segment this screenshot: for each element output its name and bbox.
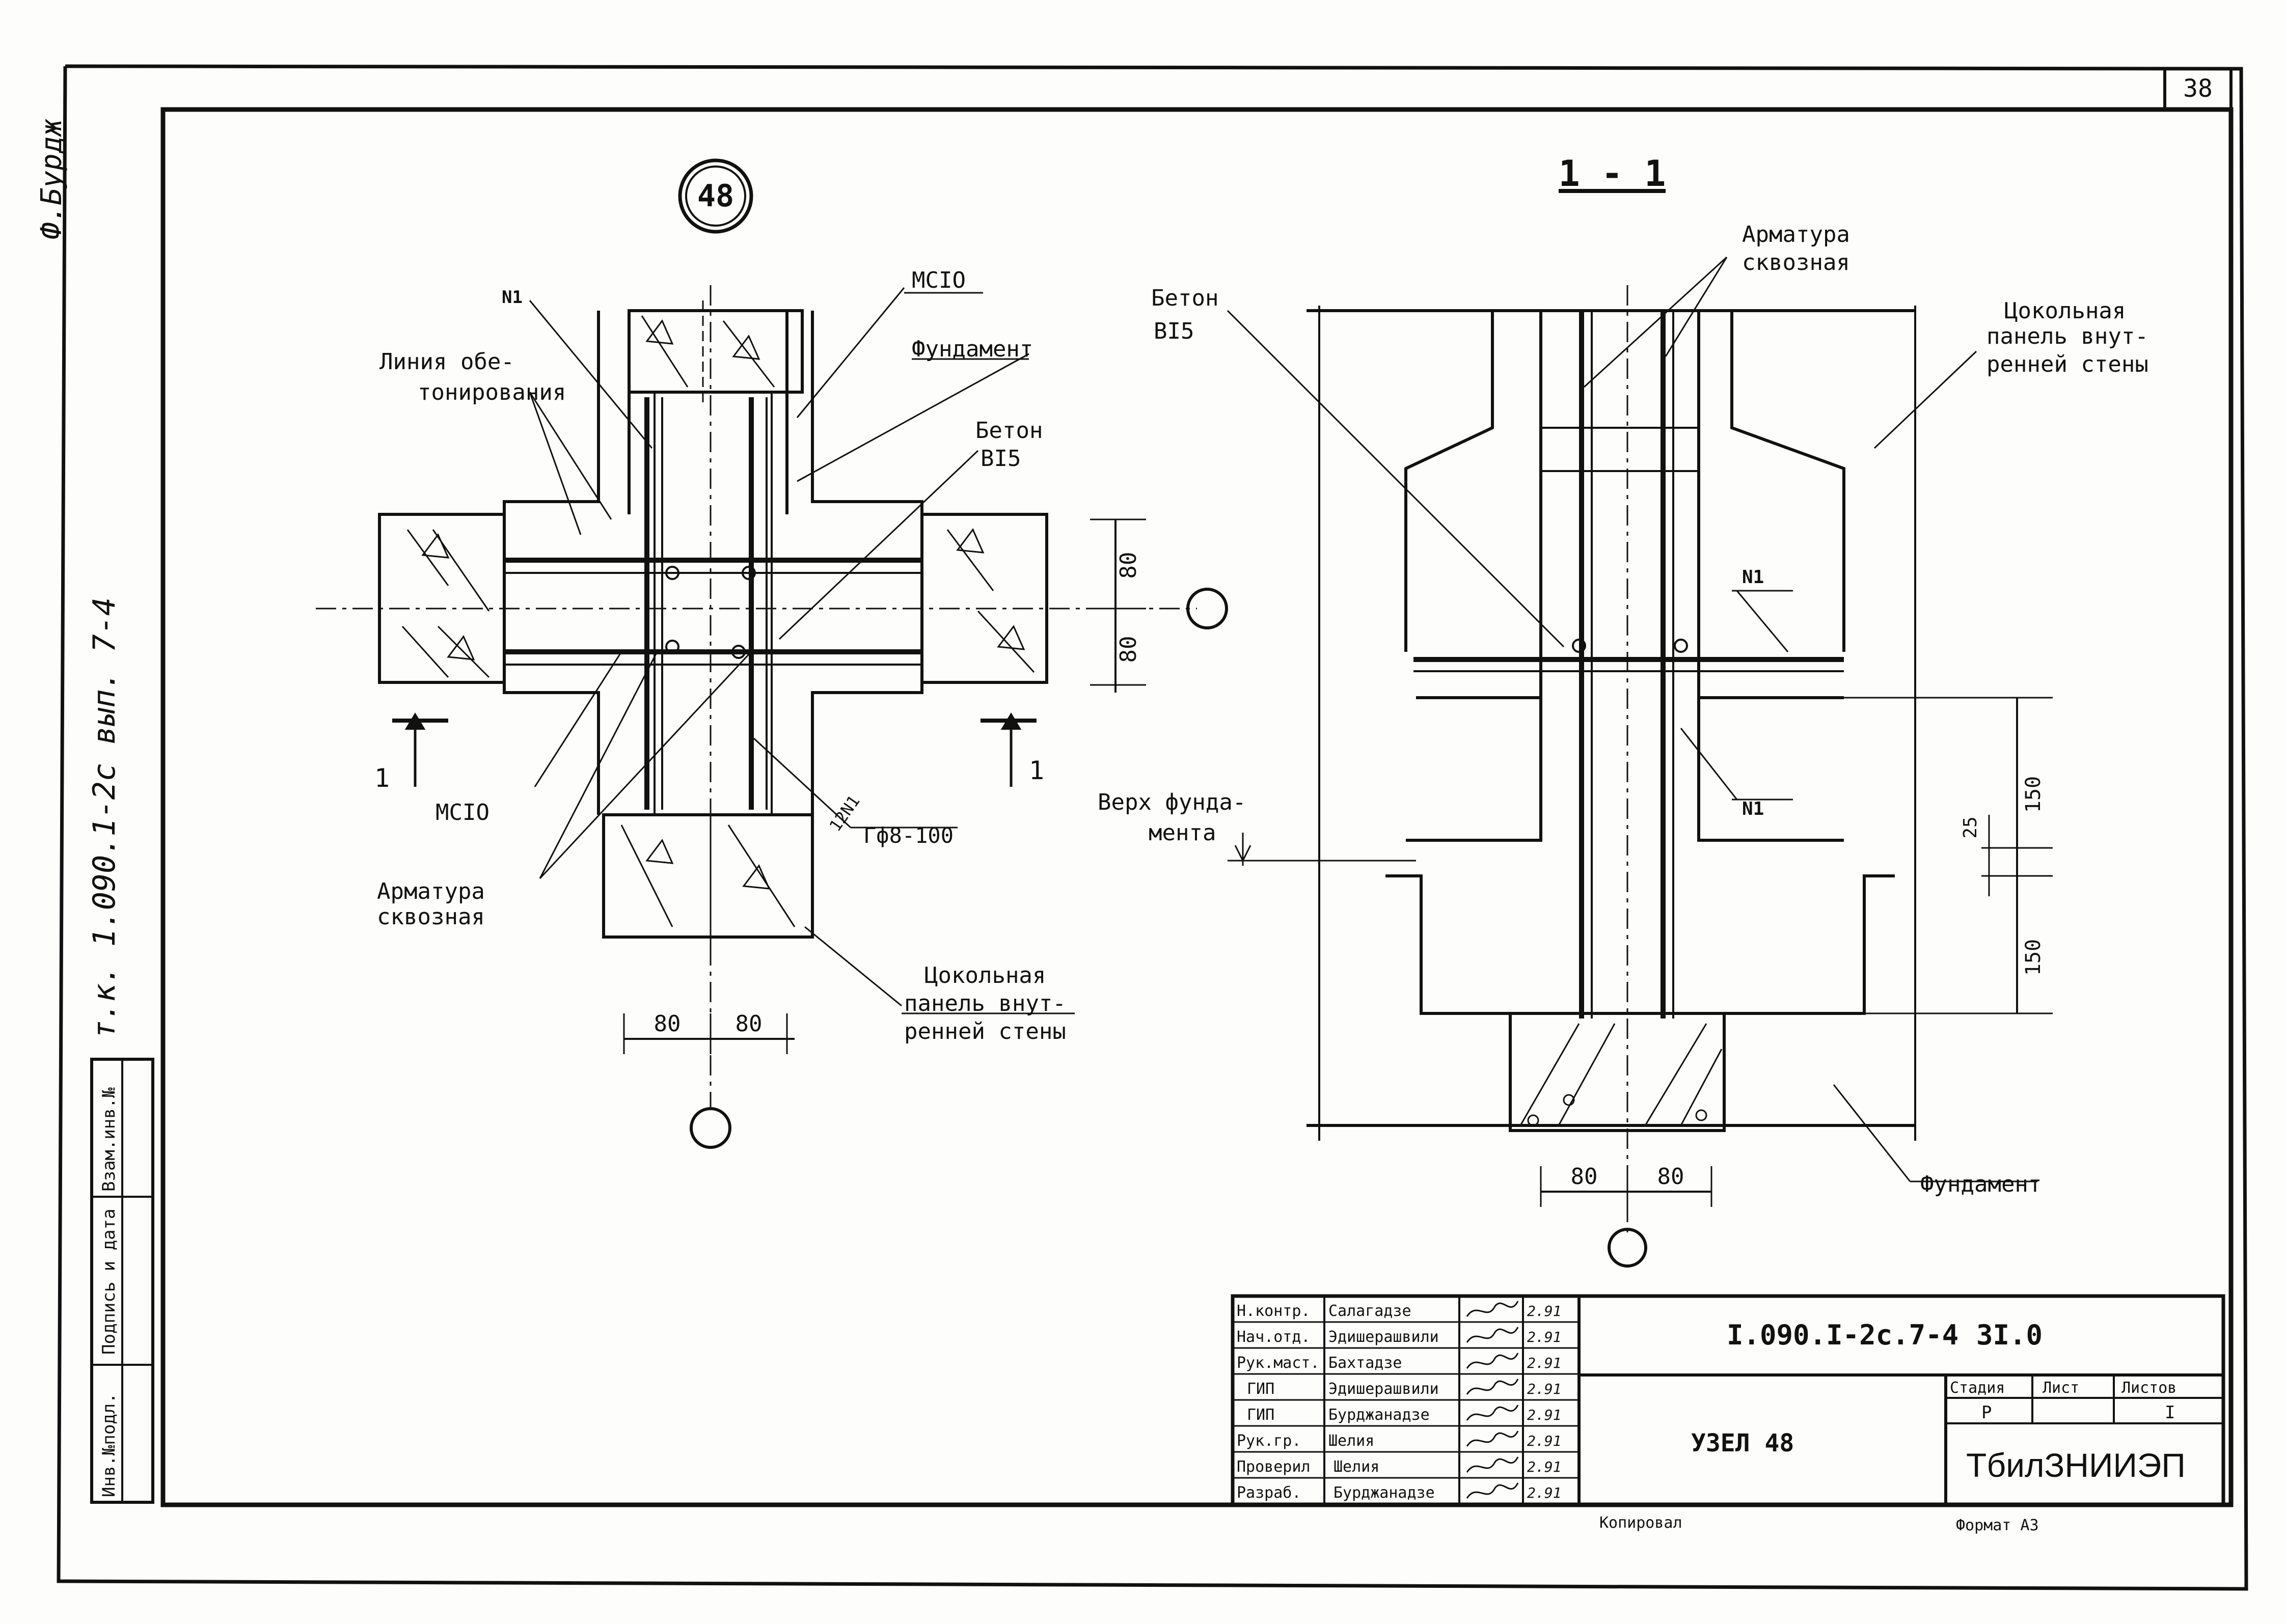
label-armatura-2: сквозная	[377, 904, 485, 930]
sheet-number: 38	[2183, 74, 2213, 103]
label-panel-3: ренней стены	[904, 1019, 1066, 1044]
sec-dim-25: 25	[1960, 816, 1981, 838]
tb-role-2: Рук.маст.	[1237, 1354, 1320, 1372]
plan-dim-v2: 80	[1115, 636, 1141, 663]
sec-dim-h2: 80	[1657, 1164, 1684, 1190]
tb-role-4: ГИП	[1247, 1406, 1274, 1424]
tb-date-0: 2.91	[1527, 1303, 1561, 1319]
tb-stage-value: Р	[1981, 1402, 1992, 1423]
sec-dim-150-top: 150	[2022, 776, 2045, 813]
label-beton-1: Бетон	[975, 418, 1043, 444]
tb-role-1: Нач.отд.	[1237, 1328, 1311, 1346]
tb-date-3: 2.91	[1527, 1381, 1561, 1397]
sheet-number-box: 38	[2163, 67, 2233, 111]
sec-label-beton-1: Бетон	[1151, 285, 1218, 311]
plan-dim-v1: 80	[1115, 552, 1141, 579]
section-mark-right: 1	[1029, 756, 1044, 785]
tb-name-1: Эдишерашвили	[1328, 1328, 1439, 1346]
title-block: Н.контр. Салагадзе 2.91 Нач.отд. Эдишера…	[1231, 1294, 2225, 1507]
tb-sheets-value: I	[2165, 1402, 2175, 1423]
tb-role-6: Проверил	[1237, 1458, 1311, 1476]
footer-format: Формат А3	[1956, 1517, 2039, 1534]
label-rebar-spec-2: Гф8-100	[863, 823, 954, 848]
node-marker-label: 48	[697, 178, 734, 214]
tb-organization: ТбилЗНИИЭП	[1966, 1446, 2186, 1484]
label-fundament: Фундамент	[912, 336, 1033, 362]
side-stamp-col3: Взам.инв.№	[99, 1087, 119, 1192]
plan-dim-h2: 80	[736, 1011, 763, 1037]
sec-label-panel-2: панель внут-	[1986, 323, 2148, 349]
tb-name-7: Бурджанадзе	[1334, 1484, 1435, 1502]
label-panel-1: Цокольная	[924, 962, 1046, 988]
tb-role-5: Рук.гр.	[1237, 1432, 1301, 1450]
sec-label-armatura-1: Арматура	[1742, 222, 1850, 247]
tb-doc-code: I.090.I-2с.7-4	[1727, 1319, 1958, 1351]
tb-sheets-header: Листов	[2121, 1379, 2176, 1397]
tb-date-7: 2.91	[1527, 1484, 1561, 1501]
tb-date-1: 2.91	[1527, 1329, 1561, 1345]
tb-date-2: 2.91	[1527, 1355, 1561, 1371]
label-n1: N1	[502, 287, 523, 308]
label-mcio-bottom: МСIО	[436, 800, 489, 825]
tb-name-6: Шелия	[1334, 1458, 1379, 1476]
label-panel-2: панель внут-	[904, 990, 1066, 1016]
sec-label-panel-1: Цокольная	[2004, 298, 2126, 324]
side-stamp-col1: Инв.№подл.	[99, 1393, 119, 1497]
label-mcio-top: МСIО	[912, 267, 966, 293]
section-title: 1 - 1	[1559, 153, 1666, 195]
tb-doc-code-2: 3I.0	[1976, 1319, 2043, 1351]
sec-label-n1-top: N1	[1742, 567, 1764, 588]
side-stamp-col2: Подпись и дата	[99, 1208, 119, 1355]
tb-role-7: Разраб.	[1237, 1484, 1301, 1502]
section-mark-left: 1	[374, 763, 390, 793]
tb-date-5: 2.91	[1527, 1433, 1561, 1449]
tb-role-3: ГИП	[1247, 1380, 1274, 1398]
tb-name-2: Бахтадзе	[1328, 1354, 1402, 1372]
sec-label-verh-1: Верх фунда-	[1098, 789, 1246, 815]
tb-name-0: Салагадзе	[1328, 1302, 1411, 1320]
tb-name-5: Шелия	[1328, 1432, 1374, 1450]
section-view-labels: 1 - 1 Арматура сквозная Бетон BI5 Цоколь…	[1098, 153, 2148, 1197]
sec-label-n1-bottom: N1	[1742, 799, 1764, 819]
sec-label-beton-2: BI5	[1154, 318, 1194, 344]
plan-view	[316, 158, 1228, 1149]
label-line-obeton-2: тонирования	[418, 379, 566, 405]
sec-label-fundament: Фундамент	[1920, 1171, 2042, 1197]
footer-copied: Копировал	[1599, 1514, 1682, 1532]
sec-label-verh-2: мента	[1149, 820, 1216, 846]
sec-label-armatura-2: сквозная	[1742, 250, 1850, 276]
sec-dim-150-bottom: 150	[2022, 939, 2045, 976]
tb-role-0: Н.контр.	[1237, 1302, 1311, 1320]
section-view	[1227, 189, 2053, 1268]
plan-dim-h1: 80	[654, 1011, 681, 1037]
label-line-obeton-1: Линия обе-	[379, 349, 514, 375]
sec-dim-h1: 80	[1571, 1164, 1598, 1190]
signatures	[1466, 1301, 1519, 1499]
tb-node-title: УЗЕЛ 48	[1691, 1429, 1794, 1457]
tb-name-4: Бурджанадзе	[1328, 1406, 1430, 1424]
label-armatura-1: Арматура	[377, 878, 485, 904]
tb-sheet-header: Лист	[2043, 1379, 2079, 1397]
side-signature: Ф.Бурдж	[35, 119, 68, 239]
node-marker-circle	[678, 158, 753, 234]
side-stamp: Инв.№подл. Подпись и дата Взам.инв.№	[90, 1058, 154, 1504]
tb-date-6: 2.91	[1527, 1458, 1561, 1475]
sec-label-panel-3: ренней стены	[1986, 351, 2148, 377]
tb-name-3: Эдишерашвили	[1328, 1380, 1439, 1398]
tb-stage-header: Стадия	[1950, 1379, 2005, 1397]
sheet-frame	[57, 64, 2248, 1591]
side-reference: т.к. 1.090.1-2с вып. 7-4	[87, 597, 122, 1039]
tb-date-4: 2.91	[1527, 1407, 1561, 1423]
label-beton-2: BI5	[981, 446, 1021, 472]
